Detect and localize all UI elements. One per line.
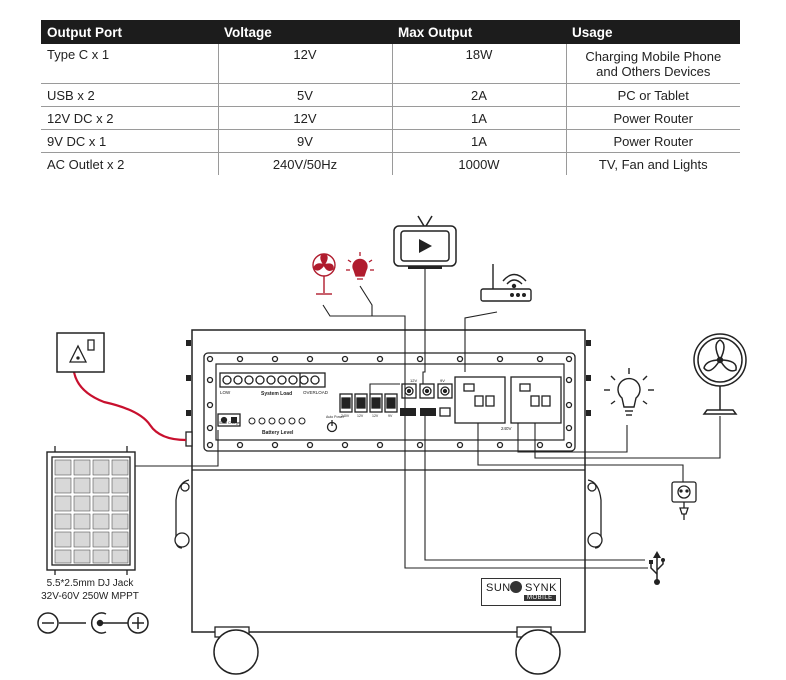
cell-port: AC Outlet x 2 xyxy=(47,156,125,172)
panel-label-240v-ac: 240V xyxy=(501,426,512,431)
red-power-cable xyxy=(72,371,187,442)
power-station-unit xyxy=(174,329,603,675)
wheel-left xyxy=(213,626,259,675)
solar-panel-icon xyxy=(46,446,136,575)
solar-caption-line-1: 5.5*2.5mm DJ Jack xyxy=(46,578,134,589)
panel-label-9v-switch: 9V xyxy=(388,414,393,418)
cell-max-output: 18W xyxy=(391,44,566,84)
light-bulb-red-icon xyxy=(346,252,374,280)
cell-usage: Charging Mobile Phone and Others Devices xyxy=(565,44,740,84)
cell-max-output: 2A xyxy=(391,83,566,107)
usb-symbol-icon xyxy=(649,551,665,585)
cables xyxy=(124,268,721,569)
output-spec-table: Output Port Voltage Max Output Usage Typ… xyxy=(41,20,740,175)
cell-port: Type C x 1 xyxy=(41,44,218,84)
header-voltage: Voltage xyxy=(218,20,392,44)
cell-max-output: 1A xyxy=(391,129,566,153)
solar-charge-port xyxy=(217,413,241,427)
cell-usage: Power Router xyxy=(565,106,740,130)
tv-icon xyxy=(393,215,457,269)
panel-label-low: LOW xyxy=(220,390,231,395)
header-max-output: Max Output xyxy=(392,20,566,44)
light-bulb-icon xyxy=(604,368,654,416)
cell-voltage: 240V/50Hz xyxy=(217,152,392,175)
side-bolts xyxy=(186,340,591,416)
desk-fan-icon xyxy=(693,333,747,415)
router-icon xyxy=(480,264,532,302)
connection-diagram: LOW System Load OVERLOAD Solar Charge Ba… xyxy=(37,215,747,675)
brand-synk: SYNK xyxy=(525,582,557,594)
dc-switches xyxy=(339,393,398,413)
plug-socket-icon xyxy=(671,481,697,520)
table-row: USB x 2 5V 2A PC or Tablet xyxy=(41,83,740,107)
brand-logo-icon xyxy=(510,581,522,593)
header-usage: Usage xyxy=(566,20,740,44)
sunsynk-logo: SUN SYNK MOBILE xyxy=(481,578,561,606)
panel-label-battery-level: Battery Level xyxy=(262,430,294,436)
brand-sun: SUN xyxy=(486,582,511,594)
panel-label-12v-switch-b: 12V xyxy=(372,414,379,418)
table-row: 9V DC x 1 9V 1A Power Router xyxy=(41,129,740,153)
solar-caption-line-2: 32V-60V 250W MPPT xyxy=(41,591,139,602)
panel-label-240v-switch: 240V xyxy=(341,414,350,418)
ac-outlets xyxy=(454,376,562,424)
usage-line-1: Charging Mobile Phone xyxy=(585,48,722,64)
polarity-symbol-icon xyxy=(37,612,149,634)
dc-sockets xyxy=(401,383,453,399)
table-row: 12V DC x 2 12V 1A Power Router xyxy=(41,106,740,130)
cell-usage: TV, Fan and Lights xyxy=(565,152,740,175)
cell-voltage: 5V xyxy=(217,83,392,107)
power-button-icon[interactable] xyxy=(326,420,338,433)
cell-port: 12V DC x 2 xyxy=(41,106,218,130)
brand-mobile: MOBILE xyxy=(524,595,556,601)
side-handle-left xyxy=(174,479,190,549)
cell-max-output: 1000W xyxy=(391,152,566,175)
cell-voltage: 12V xyxy=(217,106,392,130)
table-row: AC Outlet x 2 240V/50Hz 1000W TV, Fan an… xyxy=(41,152,740,175)
panel-label-auto-power: Auto Power xyxy=(326,415,345,419)
panel-label-solar-charge: Solar Charge xyxy=(219,421,240,425)
table-row: Type C x 1 12V 18W Charging Mobile Phone… xyxy=(41,44,740,84)
cell-usage: Power Router xyxy=(565,129,740,153)
table-header-row: Output Port Voltage Max Output Usage xyxy=(41,20,740,44)
header-output-port: Output Port xyxy=(41,20,218,44)
cell-port: USB x 2 xyxy=(41,83,218,107)
cell-port: 9V DC x 1 xyxy=(41,129,218,153)
cell-voltage: 12V xyxy=(217,44,392,84)
desk-fan-red-icon xyxy=(312,253,336,295)
system-load-display xyxy=(219,372,326,388)
side-handle-right xyxy=(587,479,603,549)
panel-label-system-load: System Load xyxy=(261,391,292,397)
wheel-right xyxy=(515,626,561,675)
cell-max-output: 1A xyxy=(391,106,566,130)
panel-label-9v-socket: 9V xyxy=(440,378,445,383)
usb-ports xyxy=(400,407,451,417)
panel-label-12v-socket: 12V xyxy=(410,378,417,383)
battery-level-indicators xyxy=(248,417,306,425)
usage-line-2: and Others Devices xyxy=(596,63,711,79)
panel-label-12v-switch-a: 12V xyxy=(357,414,364,418)
panel-label-overload: OVERLOAD xyxy=(303,390,329,395)
cell-voltage: 9V xyxy=(217,129,392,153)
panel-screws xyxy=(206,355,573,449)
cell-usage: PC or Tablet xyxy=(565,83,740,107)
wall-socket-icon xyxy=(56,332,105,373)
